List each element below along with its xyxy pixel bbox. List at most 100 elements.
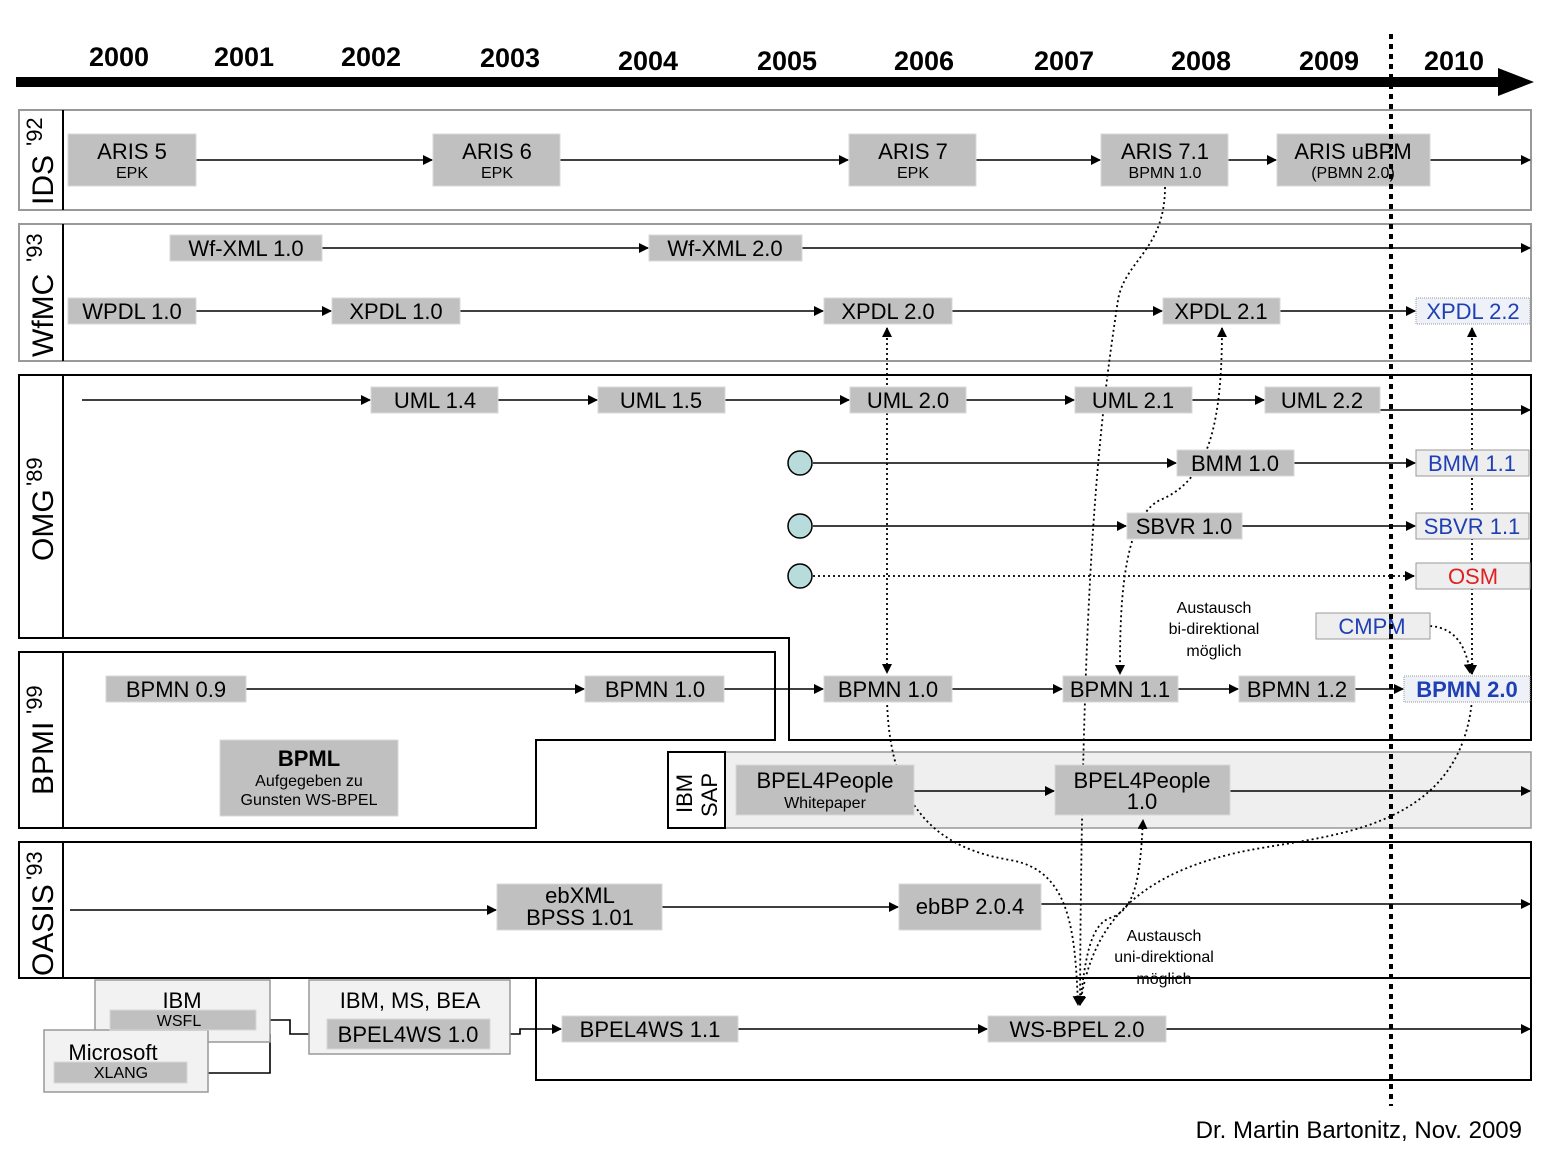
box-uml15: UML 1.5 — [597, 386, 726, 414]
box-sbvr10: SBVR 1.0 — [1126, 512, 1243, 540]
svg-text:EPK: EPK — [116, 165, 148, 182]
svg-text:EPK: EPK — [897, 165, 929, 182]
box-bpml: BPML Aufgegeben zu Gunsten WS-BPEL — [219, 739, 399, 817]
svg-text:BPMN 1.0: BPMN 1.0 — [605, 677, 705, 702]
lane-ids-year: '92 — [22, 117, 47, 146]
year-label: 2001 — [214, 42, 274, 72]
svg-text:WSFL: WSFL — [157, 1013, 202, 1030]
notes: Austausch bi-direktional möglich Austaus… — [1114, 600, 1259, 988]
year-label: 2007 — [1034, 46, 1094, 76]
year-label: 2006 — [894, 46, 954, 76]
lane-oasis-label: OASIS — [27, 884, 60, 976]
svg-text:BPMN 1.1: BPMN 1.1 — [1070, 677, 1170, 702]
svg-text:SBVR 1.1: SBVR 1.1 — [1424, 514, 1521, 539]
lane-ids-label: IDS — [27, 155, 60, 205]
svg-text:ARIS 6: ARIS 6 — [462, 139, 532, 164]
year-label: 2009 — [1299, 46, 1359, 76]
start-circle-bmm — [787, 450, 813, 476]
box-bpmn11: BPMN 1.1 — [1062, 675, 1179, 703]
note-unidi-1: Austausch — [1127, 928, 1202, 945]
svg-text:UML 2.0: UML 2.0 — [867, 388, 949, 413]
box-bpmn20: BPMN 2.0 — [1403, 675, 1531, 703]
svg-text:BPEL4WS 1.0: BPEL4WS 1.0 — [338, 1022, 479, 1047]
svg-text:OSM: OSM — [1448, 564, 1498, 589]
vendor-microsoft-label: Microsoft — [68, 1040, 157, 1065]
box-sbvr11: SBVR 1.1 — [1415, 512, 1530, 540]
vendor-ibmmsbea-label: IBM, MS, BEA — [340, 988, 481, 1013]
box-aris71: ARIS 7.1 BPMN 1.0 — [1100, 133, 1229, 187]
year-label: 2002 — [341, 42, 401, 72]
box-bpmn12: BPMN 1.2 — [1238, 675, 1356, 703]
box-bpmn10-omg: BPMN 1.0 — [823, 675, 953, 703]
year-label: 2010 — [1424, 46, 1484, 76]
box-ebxml: ebXML BPSS 1.01 — [496, 883, 663, 931]
svg-text:BPML: BPML — [278, 746, 340, 771]
box-uml21: UML 2.1 — [1074, 386, 1193, 414]
svg-text:XPDL 2.0: XPDL 2.0 — [841, 299, 934, 324]
svg-text:BPEL4WS 1.1: BPEL4WS 1.1 — [580, 1017, 721, 1042]
box-wsfl: WSFL — [109, 1009, 257, 1031]
box-bmm10: BMM 1.0 — [1176, 449, 1295, 477]
lane-wfmc-year: '93 — [22, 233, 47, 262]
box-arisubpm: ARIS uBPM (PBMN 2.0) — [1276, 133, 1431, 187]
lane-bpmi-label: BPMI — [27, 722, 60, 795]
box-wfxml10: Wf-XML 1.0 — [169, 234, 323, 262]
author-credit: Dr. Martin Bartonitz, Nov. 2009 — [1196, 1117, 1522, 1144]
lane-sap-label: SAP — [697, 773, 722, 817]
svg-text:ARIS uBPM: ARIS uBPM — [1294, 139, 1411, 164]
box-xpdl10: XPDL 1.0 — [331, 297, 461, 325]
box-bpmn09: BPMN 0.9 — [105, 675, 247, 703]
svg-text:XPDL 1.0: XPDL 1.0 — [349, 299, 442, 324]
lane-labels: IDS '92 WfMC '93 OMG '89 BPMI '99 OASIS … — [22, 117, 722, 976]
lane-ibm-label: IBM — [672, 774, 697, 813]
svg-text:BPMN 1.0: BPMN 1.0 — [838, 677, 938, 702]
box-osm: OSM — [1415, 562, 1531, 590]
box-wsbpel20: WS-BPEL 2.0 — [987, 1015, 1167, 1043]
start-circle-osm — [787, 563, 813, 589]
svg-text:ebXML: ebXML — [545, 883, 615, 908]
box-wfxml20: Wf-XML 2.0 — [648, 234, 803, 262]
box-uml22: UML 2.2 — [1264, 386, 1381, 414]
box-bmm11: BMM 1.1 — [1415, 449, 1530, 477]
lane-omg-year: '89 — [22, 457, 47, 486]
box-xpdl21: XPDL 2.1 — [1162, 297, 1281, 325]
lane-bpmi-year: '99 — [22, 685, 47, 714]
note-bidi-3: möglich — [1186, 643, 1241, 660]
svg-text:EPK: EPK — [481, 165, 513, 182]
svg-text:ARIS 7: ARIS 7 — [878, 139, 948, 164]
svg-text:BMM 1.0: BMM 1.0 — [1191, 451, 1279, 476]
year-axis: 2000 2001 2002 2003 2004 2005 2006 2007 … — [16, 42, 1534, 96]
lane-omg-label: OMG — [27, 489, 60, 561]
svg-text:1.0: 1.0 — [1127, 789, 1158, 814]
note-unidi-3: möglich — [1136, 971, 1191, 988]
svg-text:Wf-XML 1.0: Wf-XML 1.0 — [188, 236, 303, 261]
connectors — [70, 155, 1531, 1074]
svg-text:BMM 1.1: BMM 1.1 — [1428, 451, 1516, 476]
note-unidi-2: uni-direktional — [1114, 949, 1214, 966]
box-xpdl20: XPDL 2.0 — [823, 297, 953, 325]
svg-text:BPMN 0.9: BPMN 0.9 — [126, 677, 226, 702]
box-bpel4people-whitepaper: BPEL4People Whitepaper — [735, 764, 915, 816]
year-label: 2008 — [1171, 46, 1231, 76]
note-bidi-1: Austausch — [1177, 600, 1252, 617]
svg-text:BPMN 2.0: BPMN 2.0 — [1416, 677, 1517, 702]
svg-text:BPMN 1.0: BPMN 1.0 — [1129, 165, 1202, 182]
svg-text:UML 1.4: UML 1.4 — [394, 388, 476, 413]
year-label: 2000 — [89, 42, 149, 72]
box-ebbp: ebBP 2.0.4 — [898, 883, 1042, 931]
year-label: 2003 — [480, 43, 540, 73]
version-boxes: ARIS 5 EPK ARIS 6 EPK ARIS 7 EPK ARIS 7.… — [53, 133, 1531, 1084]
svg-text:UML 1.5: UML 1.5 — [620, 388, 702, 413]
year-label: 2005 — [757, 46, 817, 76]
vendor-ibm-label: IBM — [162, 988, 201, 1013]
svg-text:UML 2.1: UML 2.1 — [1092, 388, 1174, 413]
svg-text:BPMN 1.2: BPMN 1.2 — [1247, 677, 1347, 702]
svg-text:XLANG: XLANG — [94, 1065, 148, 1082]
svg-text:Wf-XML 2.0: Wf-XML 2.0 — [667, 236, 782, 261]
svg-text:ARIS 7.1: ARIS 7.1 — [1121, 139, 1209, 164]
box-aris7: ARIS 7 EPK — [848, 133, 977, 187]
svg-text:SBVR 1.0: SBVR 1.0 — [1136, 514, 1233, 539]
svg-text:Aufgegeben zu: Aufgegeben zu — [255, 773, 363, 790]
box-wpdl10: WPDL 1.0 — [67, 297, 197, 325]
